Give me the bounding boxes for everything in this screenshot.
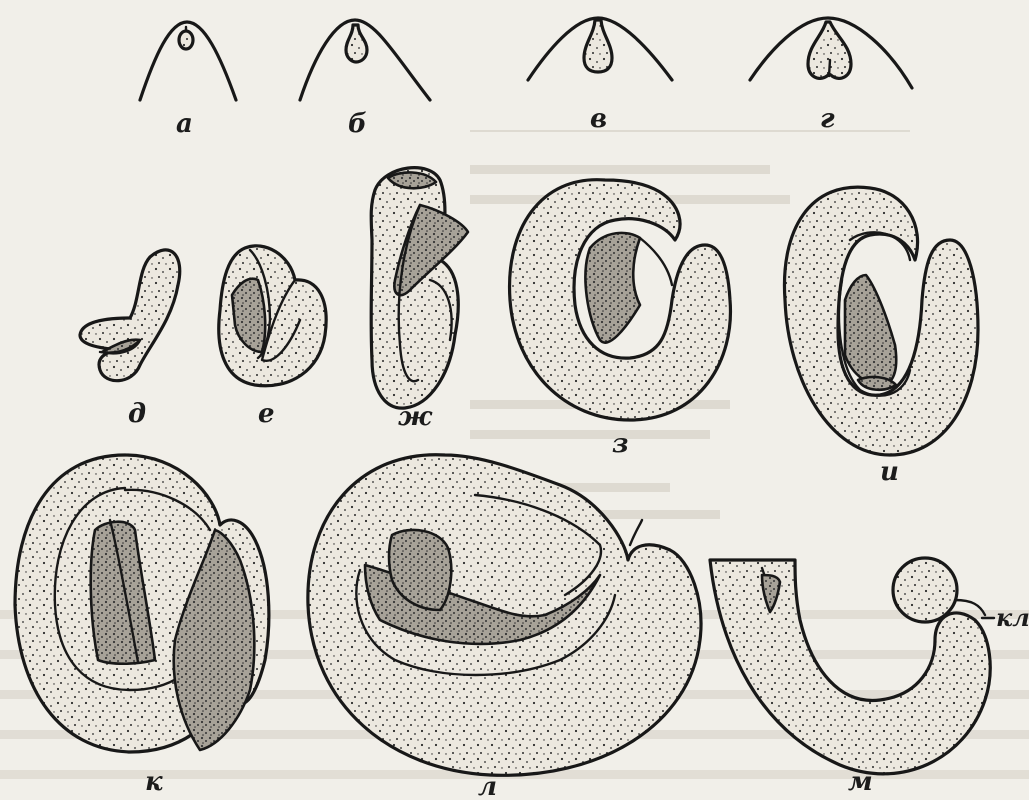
stage-label-zh: ж: [398, 402, 433, 432]
stage-label-v: в: [590, 104, 607, 134]
stage-z: [510, 180, 731, 420]
stage-b: [300, 20, 430, 100]
stage-label-k: к: [145, 767, 163, 797]
stage-label-d: д: [128, 399, 146, 429]
stage-label-i: и: [880, 457, 899, 487]
stage-k: [15, 455, 269, 752]
stage-zh: [371, 168, 468, 408]
stage-label-a: а: [176, 109, 193, 139]
stage-a: [140, 22, 236, 100]
stage-e: [219, 246, 326, 386]
stage-label-z: з: [612, 429, 629, 459]
stage-v: [528, 18, 672, 80]
annotation-kl: кл: [996, 603, 1029, 632]
stage-label-g: г: [820, 104, 835, 134]
stage-label-e: е: [258, 399, 275, 429]
stage-d: [80, 250, 180, 381]
stage-m: [710, 558, 994, 774]
stage-l: [308, 455, 701, 776]
stage-label-b: б: [348, 109, 367, 139]
stage-i: [784, 187, 978, 455]
stage-label-m: м: [848, 767, 873, 797]
stage-label-l: л: [478, 772, 497, 800]
stage-g: [750, 18, 912, 88]
